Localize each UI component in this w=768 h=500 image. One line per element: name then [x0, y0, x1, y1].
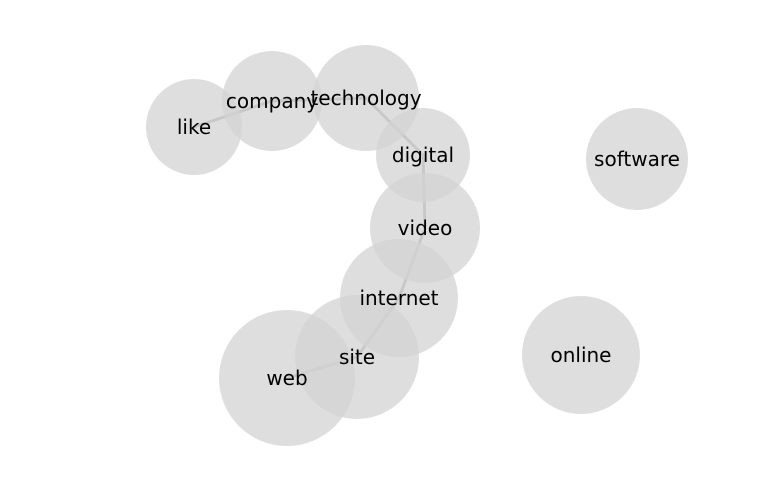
- node-label-software: software: [594, 147, 680, 171]
- node-label-online: online: [550, 343, 611, 367]
- node-label-digital: digital: [392, 143, 454, 167]
- node-label-technology: technology: [310, 86, 421, 110]
- node-layer: [146, 45, 688, 446]
- node-web: [219, 310, 355, 446]
- node-label-video: video: [398, 216, 453, 240]
- node-label-site: site: [339, 345, 375, 369]
- node-like: [146, 79, 242, 175]
- node-online: [522, 296, 640, 414]
- node-software: [586, 108, 688, 210]
- node-company: [222, 51, 322, 151]
- node-label-like: like: [177, 115, 211, 139]
- node-label-web: web: [266, 366, 307, 390]
- node-label-company: company: [226, 89, 318, 113]
- node-label-internet: internet: [359, 286, 438, 310]
